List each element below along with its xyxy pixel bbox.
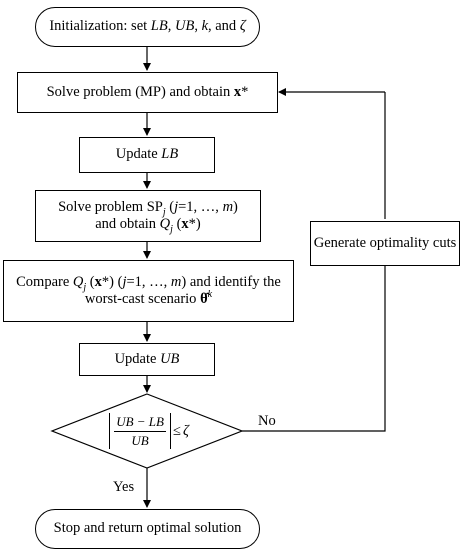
arrow-decision-no: [242, 266, 386, 432]
compare-line1: Compare Qj (x*) (j=1, …, m) and identify…: [16, 273, 281, 293]
fraction: UB − LB UB: [114, 414, 166, 449]
update-ub-text: Update UB: [114, 350, 180, 367]
decision-zeta: ζ: [182, 422, 189, 439]
init-text: Initialization: set LB, UB, k, and ζ: [49, 18, 246, 35]
compare-line2: worst-cast scenario θ̂k: [84, 289, 213, 307]
decision-relation: ≤: [172, 422, 181, 439]
edge-label-no: No: [258, 413, 276, 429]
solve-sp-line1: Solve problem SPj (j=1, …, m): [58, 198, 238, 218]
edge-label-yes: Yes: [113, 479, 135, 495]
fraction-numerator: UB − LB: [116, 413, 164, 429]
compare-box: Compare Qj (x*) (j=1, …, m) and identify…: [3, 260, 294, 322]
update-lb-box: Update LB: [79, 137, 215, 173]
solve-sp-box: Solve problem SPj (j=1, …, m) and obtain…: [35, 190, 261, 242]
generate-cuts-text: Generate optimality cuts: [313, 234, 457, 251]
stop-text: Stop and return optimal solution: [53, 520, 242, 537]
update-lb-text: Update LB: [115, 146, 179, 163]
fraction-denominator: UB: [131, 432, 149, 448]
start-terminal: Initialization: set LB, UB, k, and ζ: [35, 7, 260, 47]
update-ub-box: Update UB: [79, 343, 215, 376]
stop-terminal: Stop and return optimal solution: [35, 509, 260, 549]
solve-mp-text: Solve problem (MP) and obtain x*: [46, 83, 249, 100]
abs-bars: UB − LB UB: [109, 413, 171, 449]
solve-sp-line2: and obtain Qj (x*): [95, 216, 201, 235]
generate-cuts-box: Generate optimality cuts: [310, 221, 460, 266]
solve-mp-box: Solve problem (MP) and obtain x*: [17, 72, 278, 113]
decision-condition: UB − LB UB ≤ ζ: [104, 412, 194, 450]
